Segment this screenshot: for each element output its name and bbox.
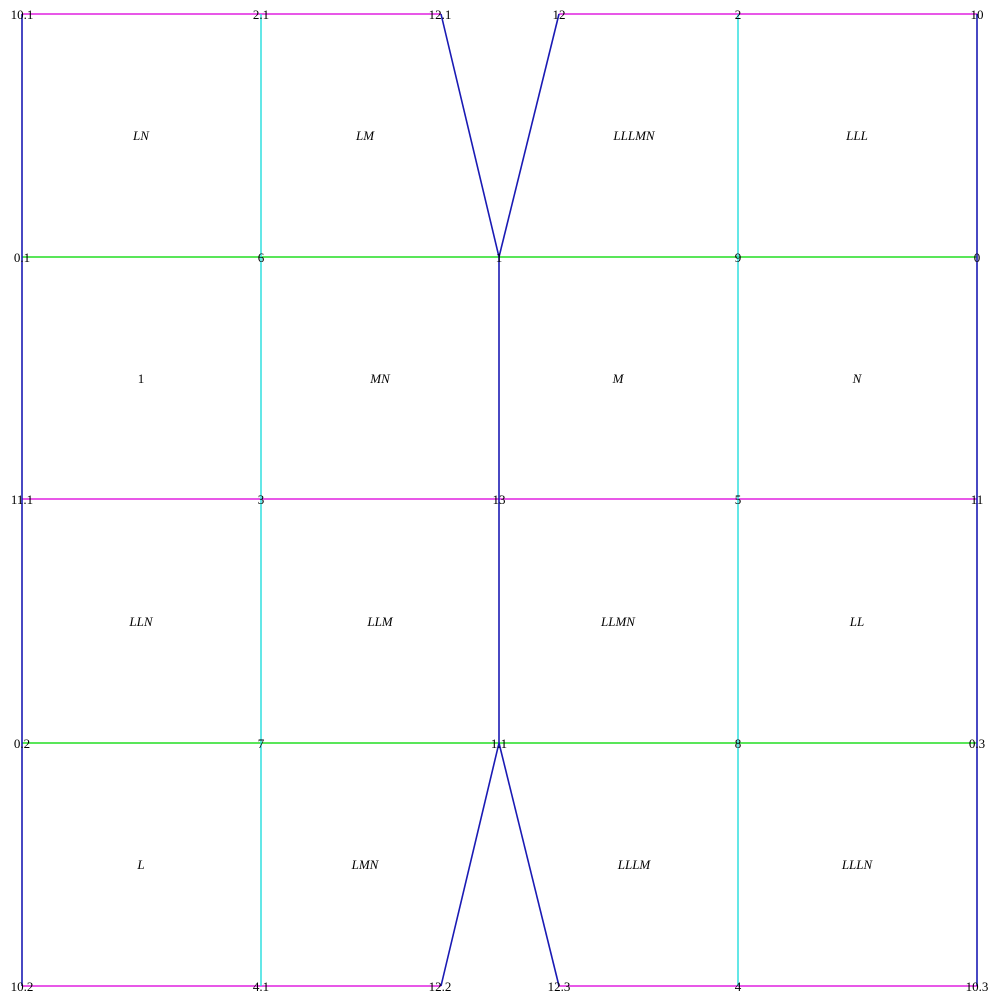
edge-bottom-v-right bbox=[498, 742, 560, 987]
face-label: L bbox=[136, 857, 144, 872]
face-label: N bbox=[852, 371, 863, 386]
face-label: LLLMN bbox=[612, 128, 656, 143]
vertex-label: 0.3 bbox=[969, 736, 985, 751]
vertex-label: 4.1 bbox=[253, 979, 269, 994]
vertex-label: 12 bbox=[553, 7, 566, 22]
vertex-label: 4 bbox=[735, 979, 742, 994]
vertex-label: 11 bbox=[971, 492, 984, 507]
vertex-label: 6 bbox=[258, 250, 265, 265]
face-label: LLLN bbox=[841, 857, 874, 872]
face-label: LLN bbox=[128, 614, 153, 629]
face-label: LM bbox=[355, 128, 375, 143]
vertex-label: 11.1 bbox=[11, 492, 33, 507]
vertex-labels: 10.1 2.1 12.1 12 2 10 0.1 6 1 9 0 11.1 3… bbox=[11, 7, 989, 994]
vertex-label: 0.2 bbox=[14, 736, 30, 751]
face-label: 1 bbox=[138, 371, 145, 386]
vertex-label: 2 bbox=[735, 7, 742, 22]
edge-top-v-right bbox=[498, 13, 560, 258]
face-label: LMN bbox=[351, 857, 380, 872]
face-label: LL bbox=[849, 614, 864, 629]
vertex-label: 8 bbox=[735, 736, 742, 751]
vertex-label: 10.2 bbox=[11, 979, 34, 994]
face-label: LN bbox=[132, 128, 150, 143]
vertex-label: 2.1 bbox=[253, 7, 269, 22]
vertex-label: 9 bbox=[735, 250, 742, 265]
vertex-label: 0.1 bbox=[14, 250, 30, 265]
face-label: MN bbox=[369, 371, 391, 386]
vertex-label: 12.3 bbox=[548, 979, 571, 994]
vertex-label: 0 bbox=[974, 250, 981, 265]
vertex-label: 3 bbox=[258, 492, 265, 507]
vertex-label: 7 bbox=[258, 736, 265, 751]
vertex-label: 5 bbox=[735, 492, 742, 507]
vertex-label: 12.1 bbox=[429, 7, 452, 22]
edge-top-v-left bbox=[440, 13, 500, 258]
face-label: LLM bbox=[366, 614, 393, 629]
face-label: M bbox=[612, 371, 625, 386]
face-label: LLMN bbox=[600, 614, 636, 629]
face-label: LLLM bbox=[617, 857, 652, 872]
edge-bottom-v-left bbox=[440, 742, 500, 987]
vertex-label: 1 bbox=[496, 250, 503, 265]
vertex-label: 1.1 bbox=[491, 736, 507, 751]
face-label: LLL bbox=[845, 128, 868, 143]
vertex-label: 10.3 bbox=[966, 979, 989, 994]
cyan-edges bbox=[260, 14, 739, 986]
vertex-label: 10.1 bbox=[11, 7, 34, 22]
vertex-label: 13 bbox=[493, 492, 506, 507]
face-labels: LN LM LLLMN LLL 1 MN M N LLN LLM LLMN LL… bbox=[128, 128, 873, 872]
vertex-label: 10 bbox=[971, 7, 984, 22]
blue-edges bbox=[21, 13, 978, 987]
vertex-label: 12.2 bbox=[429, 979, 452, 994]
